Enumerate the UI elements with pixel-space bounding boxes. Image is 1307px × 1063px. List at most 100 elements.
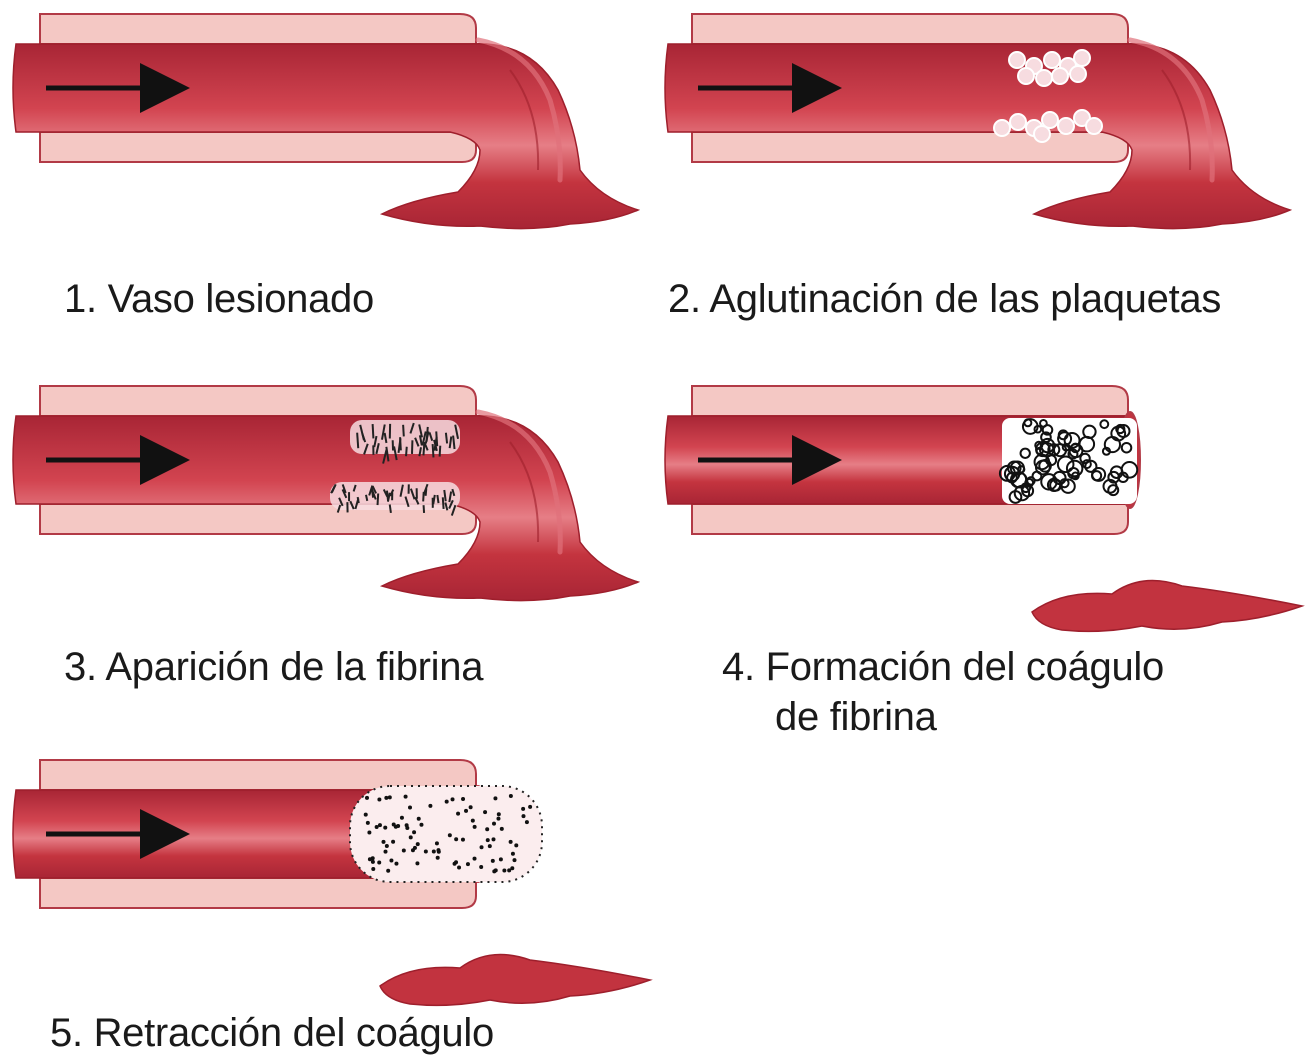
caption-step-5: 5. Retracción del coágulo <box>50 1008 494 1058</box>
fibrin-strand <box>433 444 434 457</box>
clot-dot <box>377 797 381 801</box>
lower-vessel-wall <box>692 504 1128 534</box>
fibrin-clot <box>1000 418 1137 504</box>
clot-dot <box>466 862 470 866</box>
clot-dot <box>469 805 473 809</box>
clot-dot <box>483 810 487 814</box>
clot-dot <box>451 797 455 801</box>
clot-dot <box>471 819 475 823</box>
clot-dot <box>385 844 389 848</box>
clot-dot <box>371 860 375 864</box>
clot-dot <box>394 862 398 866</box>
clot-dot <box>521 807 525 811</box>
clot-dot <box>492 837 496 841</box>
panel-step-4 <box>662 382 1307 632</box>
clot-dot <box>386 869 390 873</box>
clot-dot <box>367 831 371 835</box>
platelet <box>1074 50 1090 66</box>
platelet-aggregation-illustration <box>662 10 1307 260</box>
clot-dot <box>391 840 395 844</box>
clot-dot <box>384 850 388 854</box>
clot-dot <box>492 869 496 873</box>
fibrin-strand <box>424 505 425 513</box>
clot-dot <box>436 848 440 852</box>
clot-dot <box>436 856 440 860</box>
caption-step-1-text: 1. Vaso lesionado <box>64 274 374 324</box>
clot-dot <box>525 820 529 824</box>
clot-dot <box>491 859 495 863</box>
caption-step-5-text: 5. Retracción del coágulo <box>50 1008 494 1058</box>
clot-dot <box>435 841 439 845</box>
fibrin-strand <box>403 425 404 437</box>
fibrin-strand <box>358 497 359 503</box>
clot-dot <box>502 868 506 872</box>
clot-dot <box>500 827 504 831</box>
platelet <box>994 120 1010 136</box>
clot-dot <box>416 842 420 846</box>
caption-step-3: 3. Aparición de la fibrina <box>64 642 483 692</box>
clot-dot <box>419 823 423 827</box>
caption-step-2-text: 2. Aglutinación de las plaquetas <box>668 274 1221 324</box>
upper-vessel-wall <box>40 760 476 790</box>
clot-dot <box>497 812 501 816</box>
clot-dot <box>473 825 477 829</box>
clot-dot <box>499 857 503 861</box>
clot-dot <box>445 800 449 804</box>
fibrin-strand <box>378 493 379 505</box>
clot-dot <box>375 825 379 829</box>
clot-dot <box>402 849 406 853</box>
fibrin-strand <box>390 505 391 513</box>
panel-step-5 <box>10 756 670 1006</box>
platelet <box>1058 118 1074 134</box>
fibrin-strand <box>406 447 407 456</box>
platelet <box>1070 66 1086 82</box>
clot-dot <box>521 814 525 818</box>
clot-dot <box>464 809 468 813</box>
platelet <box>1036 70 1052 86</box>
clot-dot <box>528 805 532 809</box>
clot-dot <box>388 795 392 799</box>
clot-dot <box>493 796 497 800</box>
platelet <box>1034 126 1050 142</box>
upper-vessel-wall <box>692 386 1128 416</box>
fibrin-strand <box>357 433 358 448</box>
caption-step-4-line2: de fibrina <box>722 692 1164 742</box>
caption-step-1: 1. Vaso lesionado <box>64 274 374 324</box>
detached-blood-puddle <box>380 955 650 1006</box>
clot-dot <box>408 806 412 810</box>
clot-dot <box>392 822 396 826</box>
platelet <box>1044 52 1060 68</box>
fibrin-strand <box>453 436 454 449</box>
clot-dot <box>510 866 514 870</box>
clot-dot <box>405 823 409 827</box>
detached-blood-puddle <box>1032 581 1302 632</box>
clot-dot <box>364 813 368 817</box>
fibrin-appearance-illustration <box>10 382 670 632</box>
fibrin-clot-formation-illustration <box>662 382 1307 632</box>
upper-vessel-wall <box>40 14 476 44</box>
platelet <box>1018 68 1034 84</box>
platelet <box>1009 52 1025 68</box>
clot-dot <box>415 861 419 865</box>
clot-dot <box>454 837 458 841</box>
clot-dot <box>509 794 513 798</box>
fibrin-strand <box>446 433 447 444</box>
clot-dot <box>396 824 400 828</box>
panel-step-1 <box>10 10 670 260</box>
clot-dot <box>454 860 458 864</box>
lower-vessel-wall <box>40 132 476 162</box>
clot-dot <box>389 859 393 863</box>
platelet <box>1052 68 1068 84</box>
retracted-clot <box>350 786 542 882</box>
clot-dot <box>400 816 404 820</box>
fibrin-strand <box>440 446 441 457</box>
clot-dot <box>461 838 465 842</box>
upper-vessel-wall <box>40 386 476 416</box>
upper-vessel-wall <box>692 14 1128 44</box>
clot-dot <box>428 804 432 808</box>
clot-dot <box>485 827 489 831</box>
injured-vessel-illustration <box>10 10 670 260</box>
caption-step-4-line1: 4. Formación del coágulo <box>722 642 1164 692</box>
fibrin-strand <box>443 497 444 509</box>
clot-dot <box>511 852 515 856</box>
